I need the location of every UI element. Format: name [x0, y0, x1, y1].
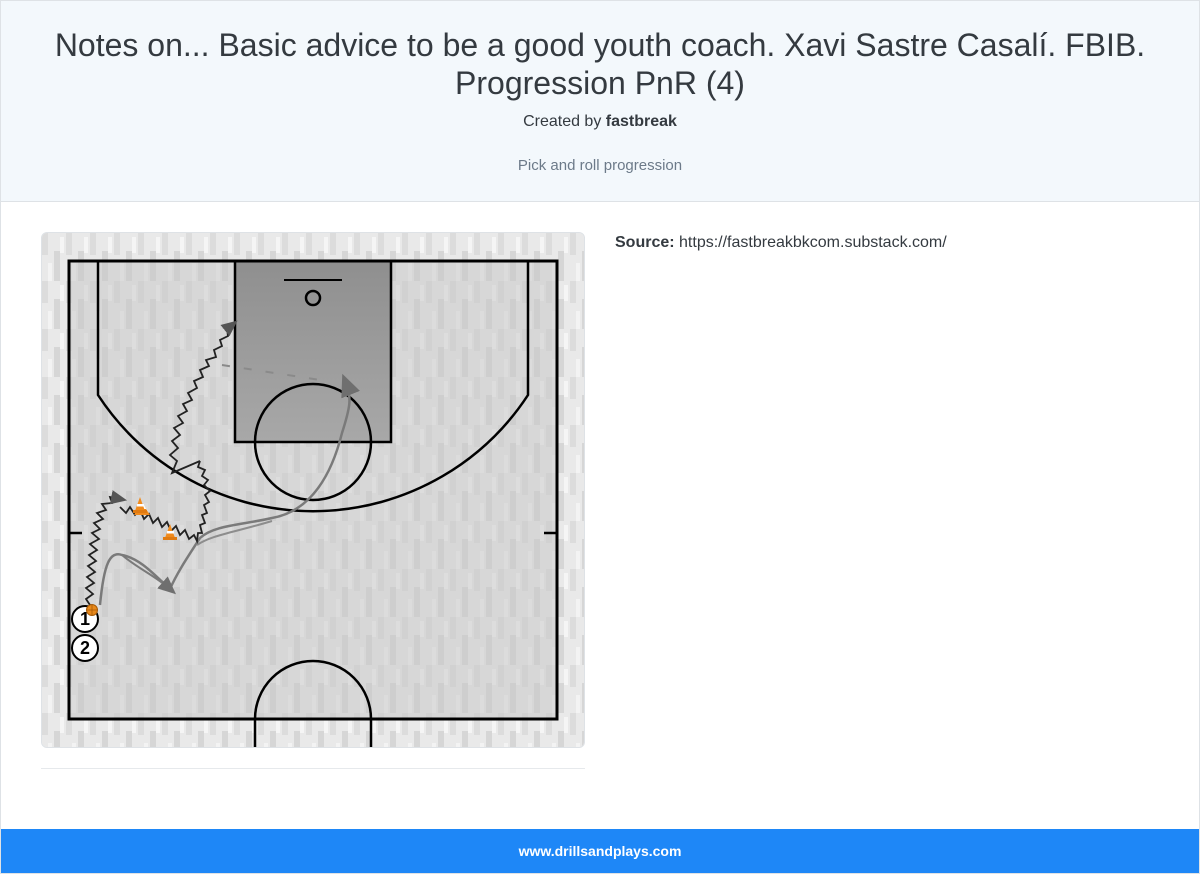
author-line: Created by fastbreak [1, 113, 1199, 131]
player-2-marker[interactable]: 2 [71, 634, 99, 662]
cone-icon [133, 497, 147, 513]
page-header: Notes on... Basic advice to be a good yo… [1, 1, 1199, 202]
player-1-dribble-path-3 [168, 320, 238, 475]
player-2-label: 2 [80, 638, 90, 658]
center-circle [253, 659, 373, 747]
site-footer: www.drillsandplays.com [1, 829, 1199, 873]
paint-area [233, 259, 393, 444]
player-1-label: 1 [80, 609, 90, 629]
drill-description: Pick and roll progression [517, 157, 683, 174]
created-by-label: Created by [523, 113, 602, 130]
player-1-dribble-path [84, 490, 128, 606]
free-throw-circle [253, 382, 373, 502]
player-2-step-path [121, 554, 177, 595]
source-line: Source: https://fastbreakbkcom.substack.… [615, 234, 947, 252]
court-svg: 1 2 [42, 233, 584, 747]
screen-roll-dash [221, 364, 328, 382]
court-boundary [67, 259, 559, 721]
page-title: Notes on... Basic advice to be a good yo… [54, 27, 1146, 101]
cone-icon [163, 524, 177, 540]
source-url[interactable]: https://fastbreakbkcom.substack.com/ [679, 234, 947, 251]
card-divider [41, 768, 585, 769]
player-2-return-path [196, 520, 273, 546]
three-point-line [96, 261, 530, 513]
author-name[interactable]: fastbreak [605, 113, 677, 130]
rim [304, 289, 322, 307]
player-1-dribble-path-2 [119, 460, 212, 545]
ball-icon [86, 604, 98, 616]
source-label: Source: [615, 234, 675, 251]
footer-site-link[interactable]: www.drillsandplays.com [518, 843, 682, 859]
court-diagram: 1 2 [41, 232, 585, 748]
